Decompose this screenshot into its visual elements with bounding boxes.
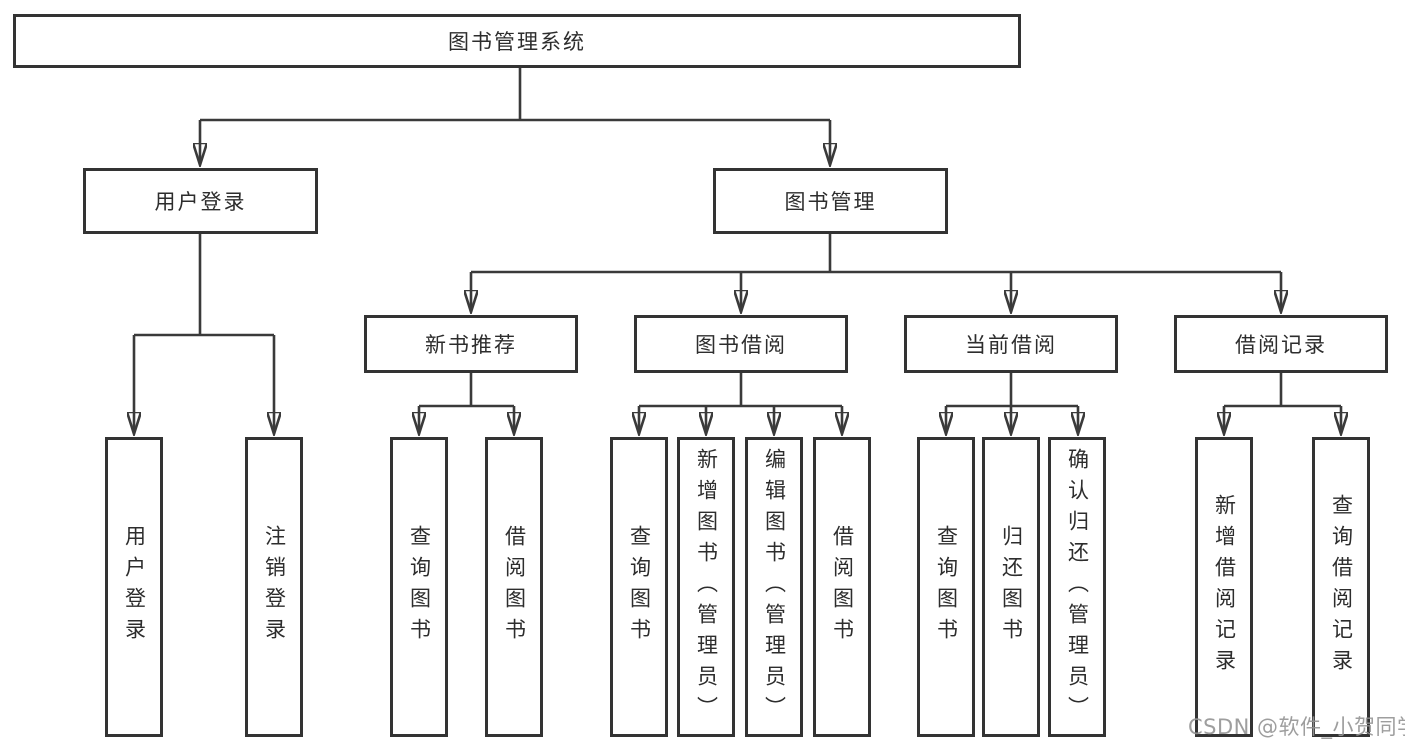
node-label: 当前借阅 (965, 333, 1057, 357)
node-label: 注销登录 (262, 525, 287, 649)
node-label: 查询图书 (627, 525, 652, 649)
leaf-add-books-admin: 新增图书（管理员） (677, 437, 735, 737)
leaf-user-login: 用户登录 (105, 437, 163, 737)
node-borrowing-records: 借阅记录 (1174, 315, 1388, 373)
connector-root-to-level2 (200, 68, 830, 165)
connector-currentborrow-to-leaves (946, 373, 1078, 434)
connector-bookmgmt-to-level3 (471, 234, 1281, 312)
leaf-add-borrow-record: 新增借阅记录 (1195, 437, 1253, 737)
node-label: 借阅图书 (502, 525, 527, 649)
leaf-edit-books-admin: 编辑图书（管理员） (745, 437, 803, 737)
node-book-management: 图书管理 (713, 168, 948, 234)
node-label: 图书借阅 (695, 333, 787, 357)
node-label: 借阅记录 (1235, 333, 1327, 357)
connector-bookborrow-to-leaves (639, 373, 842, 434)
leaf-query-books-current: 查询图书 (917, 437, 975, 737)
leaf-logout: 注销登录 (245, 437, 303, 737)
node-label: 新增借阅记录 (1212, 494, 1237, 680)
node-label: 借阅图书 (830, 525, 855, 649)
leaf-borrow-books-newbooks: 借阅图书 (485, 437, 543, 737)
node-new-book-recommendation: 新书推荐 (364, 315, 578, 373)
csdn-watermark: CSDN @软件_小贺同学 (1188, 715, 1405, 739)
node-label: 用户登录 (122, 525, 147, 649)
leaf-borrow-books-borrow: 借阅图书 (813, 437, 871, 737)
node-label: 新增图书（管理员） (694, 447, 719, 727)
leaf-query-borrow-record: 查询借阅记录 (1312, 437, 1370, 737)
node-current-borrowing: 当前借阅 (904, 315, 1118, 373)
node-book-borrowing: 图书借阅 (634, 315, 848, 373)
node-label: 图书管理系统 (448, 30, 586, 54)
connector-userlogin-to-leaves (134, 234, 274, 434)
node-label: 用户登录 (154, 190, 247, 214)
connector-newbooks-to-leaves (419, 373, 514, 434)
leaf-confirm-return-admin: 确认归还（管理员） (1048, 437, 1106, 737)
node-label: 查询图书 (407, 525, 432, 649)
node-label: 归还图书 (999, 525, 1024, 649)
node-library-management-system: 图书管理系统 (13, 14, 1021, 68)
leaf-query-books-newbooks: 查询图书 (390, 437, 448, 737)
node-label: 编辑图书（管理员） (762, 447, 787, 727)
node-label: 确认归还（管理员） (1065, 447, 1090, 727)
leaf-return-books: 归还图书 (982, 437, 1040, 737)
node-label: 查询图书 (934, 525, 959, 649)
connector-records-to-leaves (1224, 373, 1341, 434)
node-label: 图书管理 (784, 190, 877, 214)
node-label: 新书推荐 (425, 333, 517, 357)
leaf-query-books-borrow: 查询图书 (610, 437, 668, 737)
node-user-login: 用户登录 (83, 168, 318, 234)
node-label: 查询借阅记录 (1329, 494, 1354, 680)
